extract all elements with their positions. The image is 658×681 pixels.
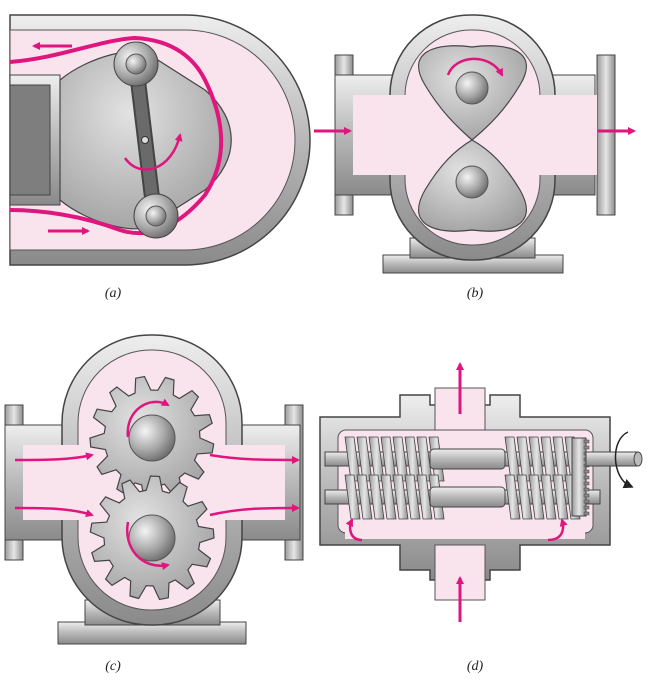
shaft-rotation-arrow-icon [614,431,634,489]
flow-arrow-icon [14,452,94,462]
pump-c-diagram [4,334,304,645]
flow-arrow-icon [547,518,568,542]
caption-b: (b) [466,286,484,301]
pump-b-diagram [314,14,636,274]
flow-arrow-icon [14,506,94,517]
pump-d-drive-shaft [585,451,639,467]
gear-icon [89,475,215,601]
pump-a-seal-line [9,35,224,236]
rotation-arrow-icon [126,398,170,438]
screw-rotor-icon [324,474,601,520]
pump-b-right-flange [596,54,616,216]
pump-a-diagram [9,14,311,266]
caption-a: (a) [104,286,122,301]
rotation-arrow-icon [446,57,504,77]
flow-arrow-icon [209,504,300,517]
caption-c: (c) [105,659,121,674]
rotation-arrow-icon [125,521,170,571]
flow-arrow-icon [209,453,300,464]
caption-d: (d) [466,659,484,674]
flow-arrow-icon [345,518,363,542]
rotation-arrow-icon [123,133,183,171]
pump-d-diagram [319,362,643,622]
gear-icon [89,375,215,501]
